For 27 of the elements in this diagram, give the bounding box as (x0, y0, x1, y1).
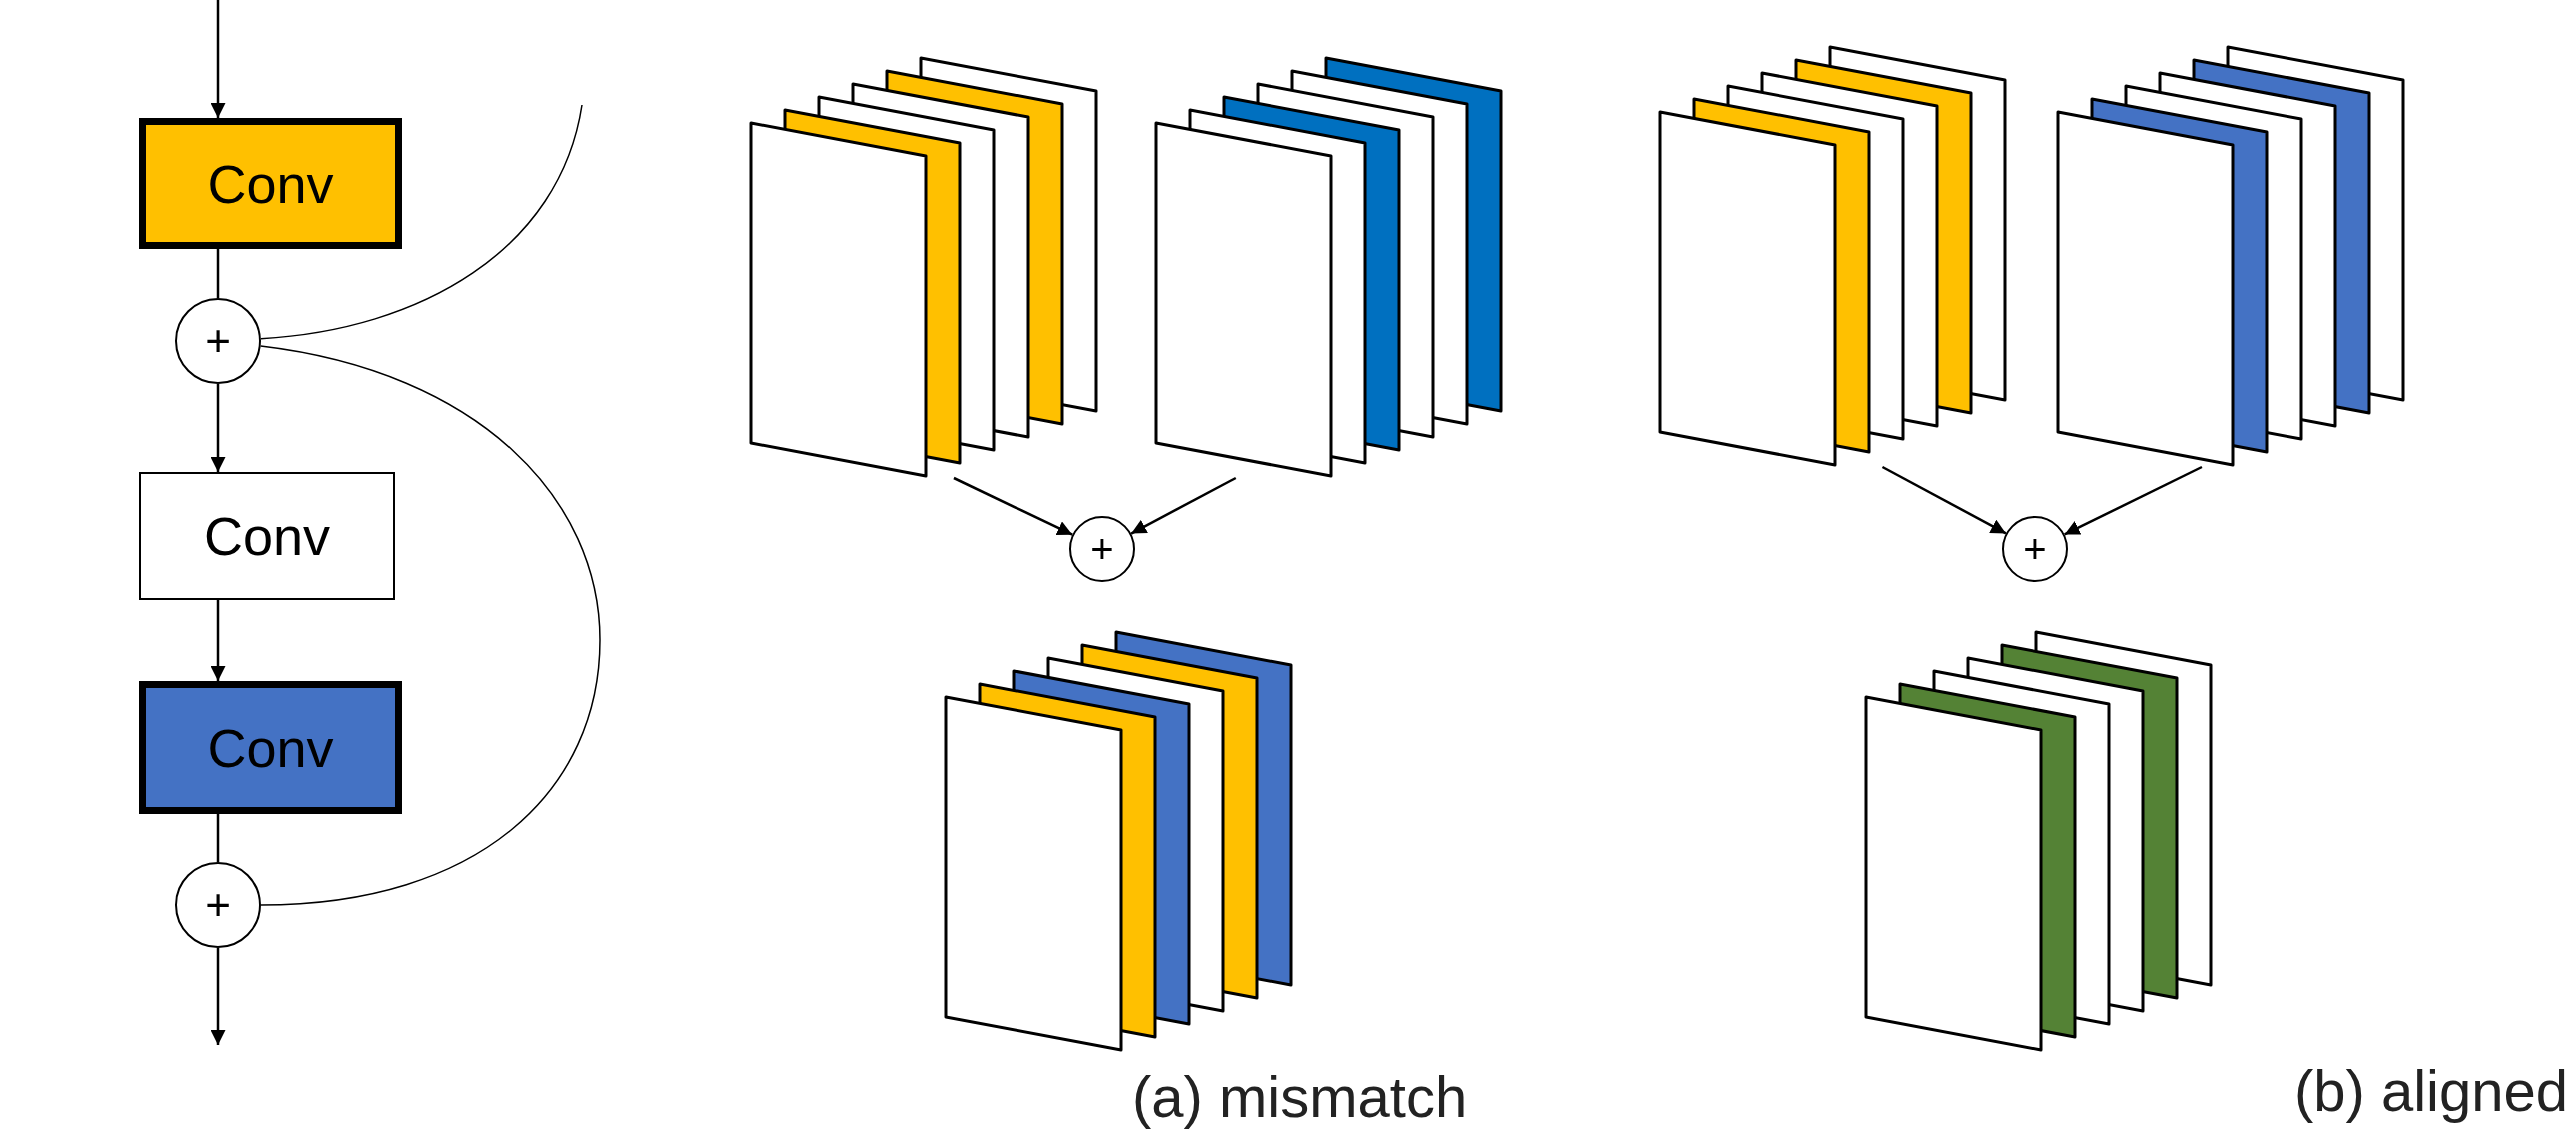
conv-block (139, 118, 402, 249)
arrow (210, 0, 226, 118)
feature-map-stack-drawing (2056, 45, 2405, 467)
feature-map-stack-drawing (749, 56, 1098, 478)
feature-map-stack-drawing (944, 630, 1293, 1052)
connector-line (216, 249, 220, 298)
plus-sign: + (205, 883, 231, 927)
conv-label: Conv (207, 156, 334, 211)
arrow (1130, 476, 1237, 535)
arrow (210, 384, 226, 472)
feature-map-stack-drawing (1864, 630, 2213, 1052)
plus-sign: + (205, 319, 231, 363)
conv-block (139, 681, 402, 814)
feature-map-stack-drawing (1154, 56, 1503, 478)
feature-map-stack-drawing (1658, 45, 2007, 467)
arrow (2064, 465, 2203, 536)
arrow (210, 948, 226, 1045)
arrow (210, 600, 226, 681)
connector-line (216, 814, 220, 862)
conv-label: Conv (203, 509, 331, 563)
conv-block (139, 472, 395, 600)
plus-sign: + (1090, 529, 1114, 569)
connector-line (260, 104, 583, 340)
arrow (1881, 465, 2007, 535)
conv-label: Conv (207, 720, 334, 775)
arrow (953, 476, 1073, 536)
plus-sign: + (2023, 529, 2047, 569)
